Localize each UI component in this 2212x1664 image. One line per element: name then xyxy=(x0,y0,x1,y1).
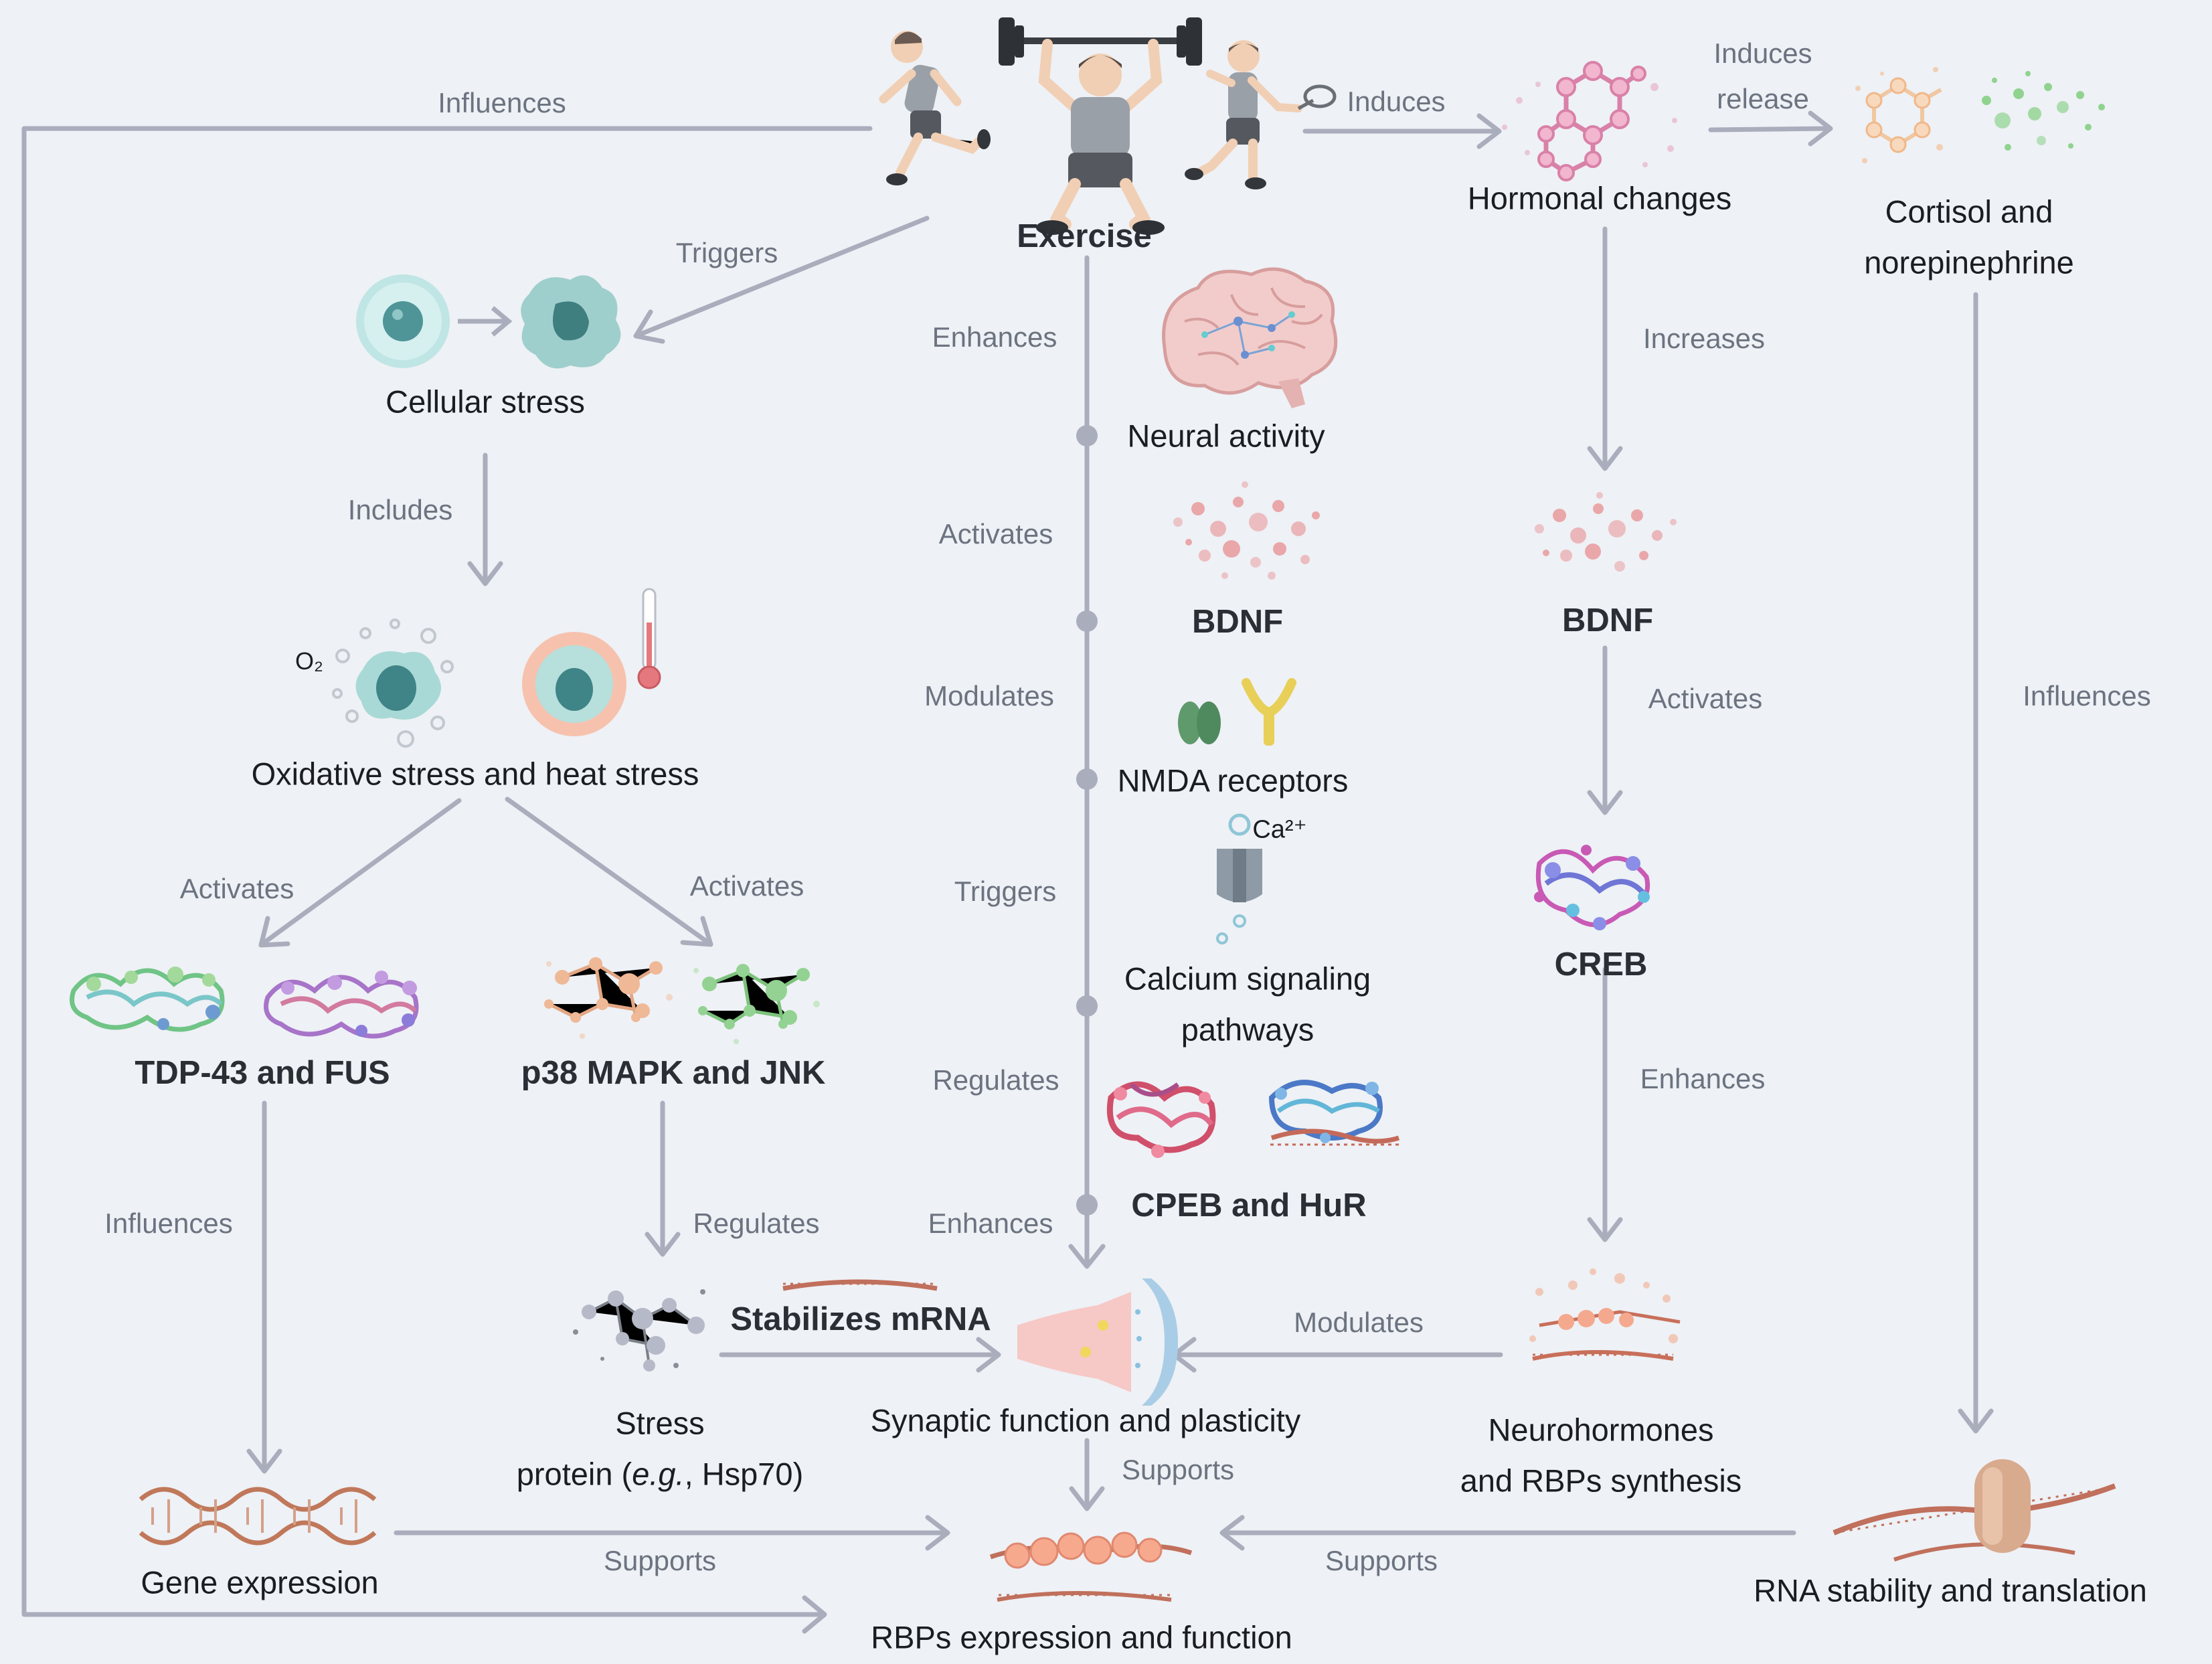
spine-dot-calcium xyxy=(1076,995,1098,1017)
brain-icon xyxy=(1162,267,1338,408)
label-enhances-synaptic: Enhances xyxy=(928,1208,1053,1240)
label-induces-release-line1: Induces xyxy=(1713,37,1812,70)
label-modulates-nmda: Modulates xyxy=(924,680,1054,712)
calcium-channel-icon xyxy=(1216,813,1262,944)
stress-protein-icon xyxy=(573,1289,705,1371)
arrow-oxidative-to-p38 xyxy=(505,797,711,945)
neurohormones-icon xyxy=(1529,1268,1681,1361)
neurohormones-node-line1: Neurohormones xyxy=(1488,1412,1714,1448)
badminton-player-figure-icon xyxy=(1185,40,1337,189)
stressed-cell-icon xyxy=(521,275,621,369)
ca2-label: Ca²⁺ xyxy=(1252,815,1307,844)
label-regulates-stress: Regulates xyxy=(693,1208,820,1240)
label-modulates-synaptic: Modulates xyxy=(1294,1307,1424,1339)
label-enhances-neuro: Enhances xyxy=(1640,1063,1766,1095)
p38-jnk-node: p38 MAPK and JNK xyxy=(521,1055,826,1092)
tdp43-protein-icon xyxy=(70,967,225,1032)
label-activates-p38: Activates xyxy=(689,870,804,902)
hur-protein-icon xyxy=(1268,1080,1400,1146)
spine-dot-bdnf xyxy=(1076,610,1098,632)
oxidative-stress-cell-icon xyxy=(332,618,454,748)
spine-dot-nmda xyxy=(1076,768,1098,790)
cellular-stress-node: Cellular stress xyxy=(386,384,585,420)
stress-protein-node-line1: Stress xyxy=(615,1405,705,1441)
label-enhances-neural: Enhances xyxy=(932,321,1057,353)
p38-mapk-network-icon xyxy=(544,957,673,1039)
normal-cell-icon xyxy=(356,274,450,368)
cpeb-protein-icon xyxy=(1106,1081,1216,1158)
neural-activity-node: Neural activity xyxy=(1127,418,1325,454)
label-stabilizes-mrna: Stabilizes mRNA xyxy=(730,1301,991,1338)
gene-expression-node: Gene expression xyxy=(141,1564,379,1600)
label-triggers-cell: Triggers xyxy=(675,237,778,269)
calcium-node-line1: Calcium signaling xyxy=(1124,961,1371,997)
cpeb-hur-node: CPEB and HuR xyxy=(1131,1187,1367,1224)
label-supports-center: Supports xyxy=(1121,1454,1235,1486)
thermometer-icon xyxy=(637,588,661,689)
fus-protein-icon xyxy=(264,971,419,1039)
label-induces: Induces xyxy=(1347,86,1446,118)
label-triggers-calcium: Triggers xyxy=(954,876,1057,908)
hormonal-changes-node: Hormonal changes xyxy=(1467,180,1732,216)
ribosome-rna-icon xyxy=(1833,1459,2116,1562)
exercise-node: Exercise xyxy=(1017,218,1152,255)
dna-helix-icon xyxy=(139,1487,377,1546)
hormone-molecule-icon xyxy=(1502,61,1677,181)
cortisol-molecule-icon xyxy=(1855,67,1943,163)
label-activates-tdp: Activates xyxy=(179,873,294,905)
label-influences-gene: Influences xyxy=(104,1208,233,1240)
bdnf-right-node: BDNF xyxy=(1561,602,1654,639)
label-activates-creb: Activates xyxy=(1648,683,1763,715)
nmda-receptors-node: NMDA receptors xyxy=(1117,762,1349,799)
weightlifter-figure-icon xyxy=(999,17,1202,235)
bdnf-center-node: BDNF xyxy=(1191,604,1284,641)
cell-arrow-icon xyxy=(458,306,513,337)
creb-node: CREB xyxy=(1554,946,1648,983)
stress-protein-node-line2: protein (e.g., Hsp70) xyxy=(516,1456,804,1492)
runner-figure-icon xyxy=(879,31,991,185)
neurohormones-node-line2: and RBPs synthesis xyxy=(1460,1463,1742,1499)
mrna-strand-icon xyxy=(782,1279,938,1291)
label-induces-release-line2: release xyxy=(1717,83,1809,115)
label-activates-bdnf: Activates xyxy=(938,518,1053,550)
o2-label: O₂ xyxy=(295,647,323,675)
arrow-exercise-to-rbps xyxy=(21,126,873,1617)
arrow-exercise-to-cellular-stress xyxy=(636,216,930,337)
calcium-node-line2: pathways xyxy=(1181,1011,1314,1048)
bdnf-particles-right-icon xyxy=(1535,492,1677,572)
synapse-icon xyxy=(1017,1278,1178,1406)
rbp-complex-icon xyxy=(989,1531,1193,1602)
oxidative-heat-stress-node: Oxidative stress and heat stress xyxy=(251,756,699,792)
label-influences-top: Influences xyxy=(438,87,566,119)
arrow-oxidative-to-tdp xyxy=(262,798,462,945)
creb-protein-icon xyxy=(1534,845,1650,930)
rbps-node: RBPs expression and function xyxy=(871,1619,1292,1655)
heat-stress-cell-icon xyxy=(522,632,626,736)
arrow-hormonal-to-cortisol xyxy=(1708,126,1831,133)
label-includes: Includes xyxy=(347,494,453,526)
spine-dot-neural xyxy=(1076,425,1098,446)
label-increases: Increases xyxy=(1642,323,1766,355)
label-supports-left: Supports xyxy=(603,1545,717,1577)
bdnf-particles-icon xyxy=(1173,481,1320,580)
label-influences-right: Influences xyxy=(2023,680,2151,712)
cortisol-node-line1: Cortisol and xyxy=(1885,193,2053,230)
nmda-receptor-icon xyxy=(1178,678,1296,746)
spine-dot-cpeb xyxy=(1076,1194,1098,1216)
label-supports-right: Supports xyxy=(1325,1545,1438,1577)
jnk-network-icon xyxy=(693,964,820,1044)
norepinephrine-particles-icon xyxy=(1982,71,2105,151)
label-regulates-cpeb: Regulates xyxy=(932,1064,1059,1096)
cortisol-node-line2: norepinephrine xyxy=(1864,244,2074,280)
synaptic-node: Synaptic function and plasticity xyxy=(870,1402,1301,1438)
tdp43-fus-node: TDP-43 and FUS xyxy=(135,1055,390,1092)
rna-stability-node: RNA stability and translation xyxy=(1754,1572,2147,1608)
